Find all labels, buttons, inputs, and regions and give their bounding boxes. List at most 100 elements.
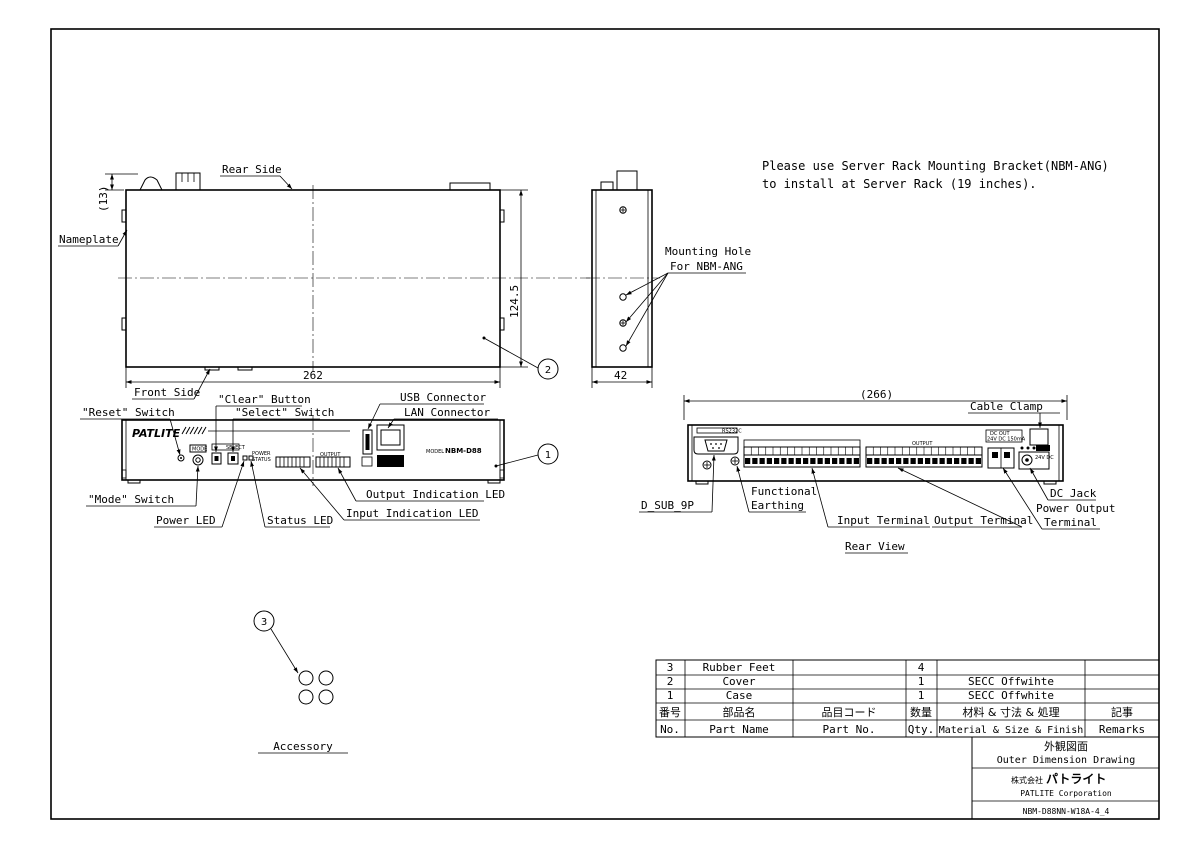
drawing-number: NBM-D88NN-W18A-4_4 xyxy=(1023,807,1110,816)
terminal-screw xyxy=(795,458,801,464)
row-1-qty: 1 xyxy=(918,689,925,702)
rear-view-panel xyxy=(687,424,1064,482)
select-switch-label: "Select" Switch xyxy=(235,406,334,419)
lan-connector-label: LAN Connector xyxy=(404,406,490,419)
front-output-led-row xyxy=(315,456,351,468)
input-led-label: Input Indication LED xyxy=(346,507,478,520)
terminal-screw xyxy=(961,458,967,464)
dsub-label: D_SUB_9P xyxy=(641,499,694,512)
row-2-qty: 1 xyxy=(918,675,925,688)
balloon-2-number: 2 xyxy=(545,365,551,376)
balloon-3 xyxy=(253,610,275,632)
clear-button-label: "Clear" Button xyxy=(218,393,311,406)
terminal-screw xyxy=(781,458,787,464)
terminal-screw xyxy=(839,458,845,464)
terminal-screw xyxy=(925,458,931,464)
rear-rs232c-tag: RS232C xyxy=(722,429,742,435)
row-2-name: Cover xyxy=(722,675,755,688)
title-jp: 外観図面 xyxy=(1044,739,1088,753)
front-brand-logo: PATLITE xyxy=(132,427,181,440)
front-power-tag: POWER xyxy=(252,451,271,457)
header-en-qty: Qty. xyxy=(908,723,935,736)
row-3-name: Rubber Feet xyxy=(703,661,776,674)
front-usb-port xyxy=(362,429,373,455)
power-output-label-2: Terminal xyxy=(1044,516,1097,529)
mounting-hole-label-2: For NBM-ANG xyxy=(670,260,743,273)
front-mode-tag: MODE xyxy=(192,447,207,453)
rear-side-label: Rear Side xyxy=(222,163,282,176)
header-en-no: No. xyxy=(660,723,680,736)
terminal-screw xyxy=(917,458,923,464)
terminal-screw xyxy=(846,458,852,464)
dim-height-124-5: 124.5 xyxy=(508,285,521,318)
terminal-screw xyxy=(896,458,902,464)
terminal-screw xyxy=(903,458,909,464)
terminal-screw xyxy=(881,458,887,464)
company-prefix-jp: 株式会社 xyxy=(1011,775,1043,785)
terminal-screw xyxy=(874,458,880,464)
terminal-screw xyxy=(752,458,758,464)
dim-depth-42: 42 xyxy=(614,369,627,382)
row-2-no: 2 xyxy=(667,675,674,688)
row-3-qty: 4 xyxy=(918,661,925,674)
terminal-screw xyxy=(766,458,772,464)
front-input-led-row xyxy=(275,456,311,468)
terminal-screw xyxy=(803,458,809,464)
front-lan-label-plate xyxy=(377,455,404,467)
terminal-screw xyxy=(954,458,960,464)
company-en: PATLITE Corporation xyxy=(1020,789,1112,798)
header-en-part-no: Part No. xyxy=(823,723,876,736)
reset-switch-label: "Reset" Switch xyxy=(82,406,175,419)
input-terminal-label: Input Terminal xyxy=(837,514,930,527)
front-status-tag: STATUS xyxy=(252,457,271,463)
cable-clamp-label: Cable Clamp xyxy=(970,400,1043,413)
balloon-2: 2 xyxy=(537,358,559,380)
rubber-foot-1 xyxy=(298,670,314,686)
installation-note: Please use Server Rack Mounting Bracket(… xyxy=(762,159,1109,191)
terminal-screw xyxy=(832,458,838,464)
status-led-label: Status LED xyxy=(267,514,333,527)
header-en-material: Material & Size & Finish xyxy=(939,725,1084,736)
accessory: 3 Accessory xyxy=(253,610,348,754)
header-jp-remarks: 記事 xyxy=(1111,705,1133,719)
side-view: Mounting Hole For NBM-ANG 42 xyxy=(586,170,751,388)
front-view: PATLITE MODE SELECT POWER STATUS xyxy=(80,391,539,528)
drawing-frame xyxy=(50,28,1160,820)
header-jp-name: 部品名 xyxy=(723,705,756,719)
terminal-screw xyxy=(932,458,938,464)
rear-dc-in-spec: 24V DC xyxy=(1035,455,1054,461)
front-output-tag: OUTPUT xyxy=(320,452,341,458)
rear-output-tag: OUTPUT xyxy=(912,441,933,447)
front-reset-switch xyxy=(177,454,185,462)
terminal-screw xyxy=(968,458,974,464)
terminal-screw xyxy=(946,458,952,464)
title-en: Outer Dimension Drawing xyxy=(997,755,1135,766)
output-led-label: Output Indication LED xyxy=(366,488,505,501)
rear-dim-266: (266) xyxy=(860,388,893,401)
note-line-1: Please use Server Rack Mounting Bracket(… xyxy=(762,159,1109,173)
power-output-label-1: Power Output xyxy=(1036,502,1115,515)
terminal-screw xyxy=(867,458,873,464)
nameplate-label: Nameplate xyxy=(59,233,119,246)
title-block: 外観図面 Outer Dimension Drawing 株式会社 パトライト … xyxy=(971,736,1160,820)
header-en-name: Part Name xyxy=(709,723,769,736)
mounting-hole-label-1: Mounting Hole xyxy=(665,245,751,258)
terminal-screw xyxy=(759,458,765,464)
accessory-label: Accessory xyxy=(273,740,333,753)
rear-dsub-shell xyxy=(693,436,739,455)
front-status-led xyxy=(248,455,254,461)
front-side-label: Front Side xyxy=(134,386,200,399)
header-jp-part-no: 品目コード xyxy=(822,706,877,719)
balloon-1: 1 xyxy=(537,443,559,465)
rear-view: (266) RS232C OUTPUT DC OUT xyxy=(639,388,1115,554)
terminal-screw xyxy=(817,458,823,464)
terminal-screw xyxy=(774,458,780,464)
front-power-led xyxy=(242,455,248,461)
terminal-screw xyxy=(788,458,794,464)
terminal-screw xyxy=(975,458,981,464)
terminal-screw xyxy=(745,458,751,464)
top-view-cable-clamp xyxy=(139,176,163,191)
side-view-body xyxy=(591,189,653,368)
usb-connector-label: USB Connector xyxy=(400,391,486,404)
rear-cable-clamp xyxy=(1029,428,1049,446)
